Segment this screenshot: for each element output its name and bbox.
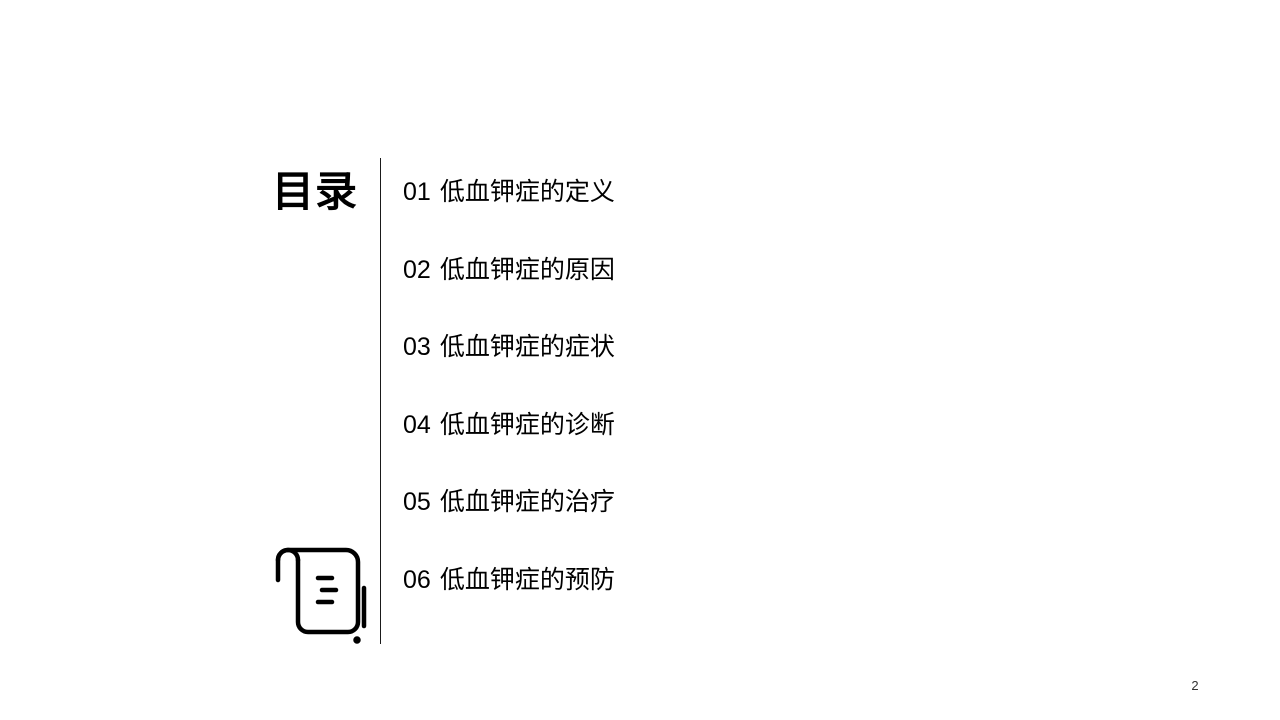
toc-item-02[interactable]: 02 低血钾症的原因 bbox=[403, 248, 615, 326]
page-title: 目录 bbox=[272, 167, 359, 216]
vertical-divider bbox=[380, 158, 381, 644]
toc-item-06[interactable]: 06 低血钾症的预防 bbox=[403, 558, 615, 636]
document-scroll-icon bbox=[275, 547, 367, 644]
toc-item-number: 05 bbox=[403, 488, 431, 516]
toc-item-label: 低血钾症的治疗 bbox=[439, 487, 615, 516]
page-number: 2 bbox=[1191, 678, 1199, 693]
toc-item-label: 低血钾症的预防 bbox=[439, 564, 615, 594]
toc-item-number: 06 bbox=[403, 565, 431, 594]
toc-item-number: 02 bbox=[403, 255, 431, 284]
toc-item-number: 03 bbox=[403, 333, 431, 361]
toc-item-01[interactable]: 01 低血钾症的定义 bbox=[403, 170, 615, 248]
toc-item-05[interactable]: 05 低血钾症的治疗 bbox=[403, 480, 615, 558]
toc-item-number: 01 bbox=[403, 178, 431, 206]
toc-item-03[interactable]: 03 低血钾症的症状 bbox=[403, 325, 615, 403]
toc-item-label: 低血钾症的定义 bbox=[439, 177, 615, 206]
toc-item-04[interactable]: 04 低血钾症的诊断 bbox=[403, 403, 615, 481]
toc-item-label: 低血钾症的诊断 bbox=[439, 409, 615, 439]
toc-item-label: 低血钾症的原因 bbox=[439, 254, 615, 284]
toc-list: 01 低血钾症的定义 02 低血钾症的原因 03 低血钾症的症状 04 低血钾症… bbox=[403, 170, 615, 635]
toc-item-label: 低血钾症的症状 bbox=[439, 332, 615, 361]
toc-item-number: 04 bbox=[403, 410, 431, 439]
